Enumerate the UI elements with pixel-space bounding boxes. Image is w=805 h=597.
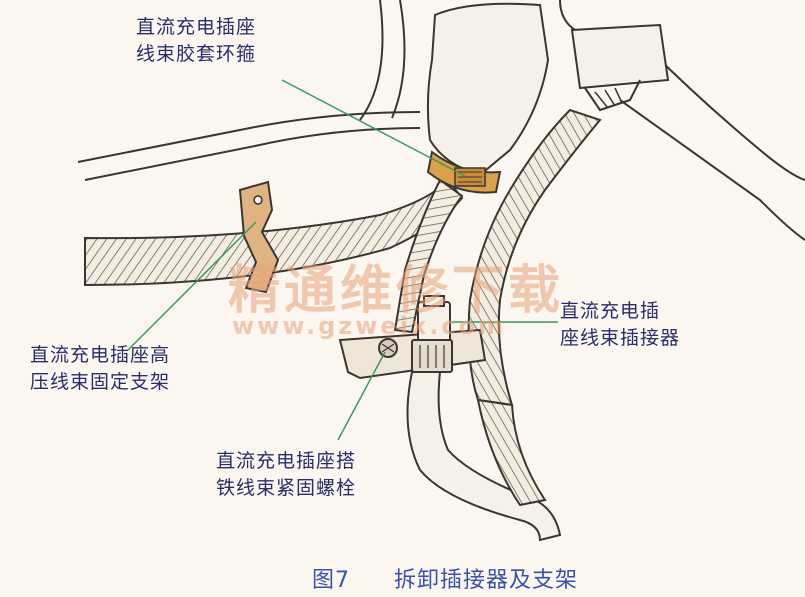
label-clamp-line2: 线束胶套环箍	[136, 43, 257, 65]
vehicle-body-panel	[77, 0, 805, 241]
leader-line-bracket	[127, 221, 257, 351]
high-voltage-harness-bracket	[238, 180, 280, 294]
label-bracket-line1: 直流充电插座高	[30, 344, 171, 366]
grounding-bolt	[378, 338, 398, 358]
figure-number: 图7	[312, 568, 350, 593]
label-clamp-line1: 直流充电插座	[136, 16, 257, 38]
upper-connector-block	[570, 23, 670, 112]
leader-line-bolt	[337, 351, 386, 441]
leader-line-clamp	[281, 79, 466, 177]
harness-connector	[411, 295, 453, 373]
label-bolt-line2: 铁线束紧固螺栓	[216, 477, 357, 499]
label-clamp: 直流充电插座 线束胶套环箍	[136, 14, 256, 68]
leader-lines	[127, 79, 558, 441]
label-bracket: 直流充电插座高 压线束固定支架	[30, 342, 170, 396]
figure-caption: 图7 拆卸插接器及支架	[312, 562, 578, 594]
label-bolt-line1: 直流充电插座搭	[216, 450, 357, 472]
grounding-harness-branch	[393, 178, 464, 334]
label-connector-line1: 直流充电插	[560, 300, 661, 322]
charging-socket-boot	[426, 2, 550, 177]
label-connector-line2: 座线束插接器	[560, 327, 681, 349]
figure-title: 拆卸插接器及支架	[394, 568, 579, 593]
label-bolt: 直流充电插座搭 铁线束紧固螺栓	[216, 448, 356, 502]
label-bracket-line2: 压线束固定支架	[30, 371, 171, 393]
harness-boot-clamp	[426, 150, 502, 194]
label-connector: 直流充电插 座线束插接器	[560, 298, 680, 352]
